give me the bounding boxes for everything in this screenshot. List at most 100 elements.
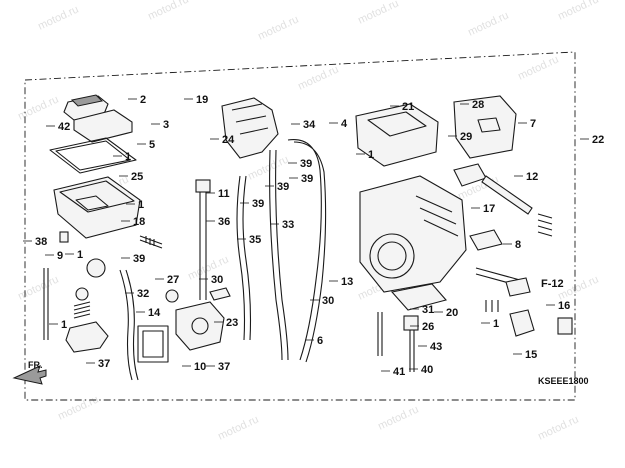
watermark-text: motod.ru xyxy=(16,273,60,302)
watermark-text: motod.ru xyxy=(146,0,190,23)
float-gasket xyxy=(49,137,137,174)
drain-bolt xyxy=(59,231,69,243)
watermark-text: motod.ru xyxy=(56,393,100,422)
float-chamber-group xyxy=(43,94,163,381)
diagram-reference-code: KSEEE1800 xyxy=(538,376,589,386)
callout-1: 1 xyxy=(368,149,374,161)
watermark-text: motod.ru xyxy=(356,0,400,27)
pump-arm xyxy=(481,175,533,215)
cap-rubber xyxy=(70,94,104,107)
watermark-text: motod.ru xyxy=(186,253,230,282)
watermark-text: motod.ru xyxy=(556,0,600,23)
callout-25: 25 xyxy=(131,171,143,183)
watermark-text: motod.ru xyxy=(246,153,290,182)
callout-35: 35 xyxy=(249,234,261,246)
overflow-tube xyxy=(119,269,139,381)
throttle-cable xyxy=(199,184,207,300)
callout-36: 36 xyxy=(218,216,230,228)
link-bracket-hole xyxy=(477,117,501,133)
callout-18: 18 xyxy=(133,216,145,228)
fitting-elbow xyxy=(509,309,535,337)
callout-1: 1 xyxy=(138,199,144,211)
throttle-cover-group xyxy=(137,97,327,363)
callout-14: 14 xyxy=(148,307,161,319)
front-direction-arrow: FR. xyxy=(12,360,47,385)
intake-bore xyxy=(369,233,415,279)
callout-13: 13 xyxy=(341,276,353,288)
vent-hose-b xyxy=(269,149,289,361)
front-direction-label: FR. xyxy=(28,360,43,370)
callout-30: 30 xyxy=(322,295,334,307)
callout-16: 16 xyxy=(558,300,570,312)
callout-43: 43 xyxy=(430,341,442,353)
callout-2: 2 xyxy=(140,94,146,106)
callout-22: 22 xyxy=(592,134,604,146)
top-cover-detail xyxy=(367,111,427,137)
return-spring xyxy=(537,213,553,237)
float-gasket-inner xyxy=(55,140,131,171)
callout-7: 7 xyxy=(530,118,536,130)
callout-27: 27 xyxy=(167,274,179,286)
top-cover-plate xyxy=(73,109,133,143)
callout-38: 38 xyxy=(35,236,47,248)
watermark-text: motod.ru xyxy=(256,13,300,42)
callout-19: 19 xyxy=(196,94,208,106)
callout-39: 39 xyxy=(277,181,289,193)
watermark-text: motod.ru xyxy=(536,413,580,442)
pump-cover xyxy=(65,321,109,353)
callout-21: 21 xyxy=(402,101,414,113)
jet-needle xyxy=(377,312,383,356)
throttle-cover xyxy=(221,97,279,159)
choke-body xyxy=(175,301,225,351)
callout-1: 1 xyxy=(493,318,499,330)
carburetor-body-group xyxy=(355,95,573,372)
callout-41: 41 xyxy=(393,366,405,378)
float-bowl xyxy=(53,176,141,239)
choke-port xyxy=(191,317,209,335)
hot-start-valve xyxy=(469,229,503,251)
callout-17: 17 xyxy=(483,203,495,215)
choke-knob xyxy=(165,289,179,303)
adjuster-screw xyxy=(139,235,163,249)
watermark-text: motod.ru xyxy=(296,63,340,92)
callout-1: 1 xyxy=(125,151,131,163)
callout-5: 5 xyxy=(149,139,155,151)
callout-39: 39 xyxy=(301,173,313,185)
pump-spring xyxy=(86,258,106,278)
watermark-text: motod.ru xyxy=(36,3,80,32)
callout-26: 26 xyxy=(422,321,434,333)
watermark-text: motod.ru xyxy=(376,403,420,432)
pump-spring-coil xyxy=(73,301,91,319)
square-gasket-inner xyxy=(142,330,164,358)
callout-11: 11 xyxy=(218,188,230,200)
callout-31: 31 xyxy=(422,304,434,316)
callout-3: 3 xyxy=(163,119,169,131)
callout-8: 8 xyxy=(515,239,521,251)
callout-10: 10 xyxy=(194,361,206,373)
pump-seal xyxy=(75,287,89,301)
callout-9: 9 xyxy=(57,250,63,262)
callout-30: 30 xyxy=(211,274,223,286)
callout-12: 12 xyxy=(526,171,538,183)
link-plate xyxy=(209,287,231,301)
watermark-text: motod.ru xyxy=(16,93,60,122)
vent-hose-a xyxy=(236,175,252,341)
link-bracket xyxy=(453,95,517,159)
cable-end xyxy=(195,179,211,193)
callout-20: 20 xyxy=(446,307,458,319)
float-bowl-pocket xyxy=(75,195,109,211)
throttle-cover-rib xyxy=(231,103,269,135)
hot-start-fitting xyxy=(505,277,531,297)
vent-hose-c xyxy=(287,139,327,363)
jet-holder xyxy=(403,315,419,331)
callout-42: 42 xyxy=(58,121,70,133)
intake-bore-inner xyxy=(377,241,407,271)
carburetor-body xyxy=(359,175,467,293)
callout-32: 32 xyxy=(137,288,149,300)
callout-23: 23 xyxy=(226,317,238,329)
callout-1: 1 xyxy=(77,249,83,261)
callout-39: 39 xyxy=(300,158,312,170)
fitting-o-rings xyxy=(485,300,499,312)
